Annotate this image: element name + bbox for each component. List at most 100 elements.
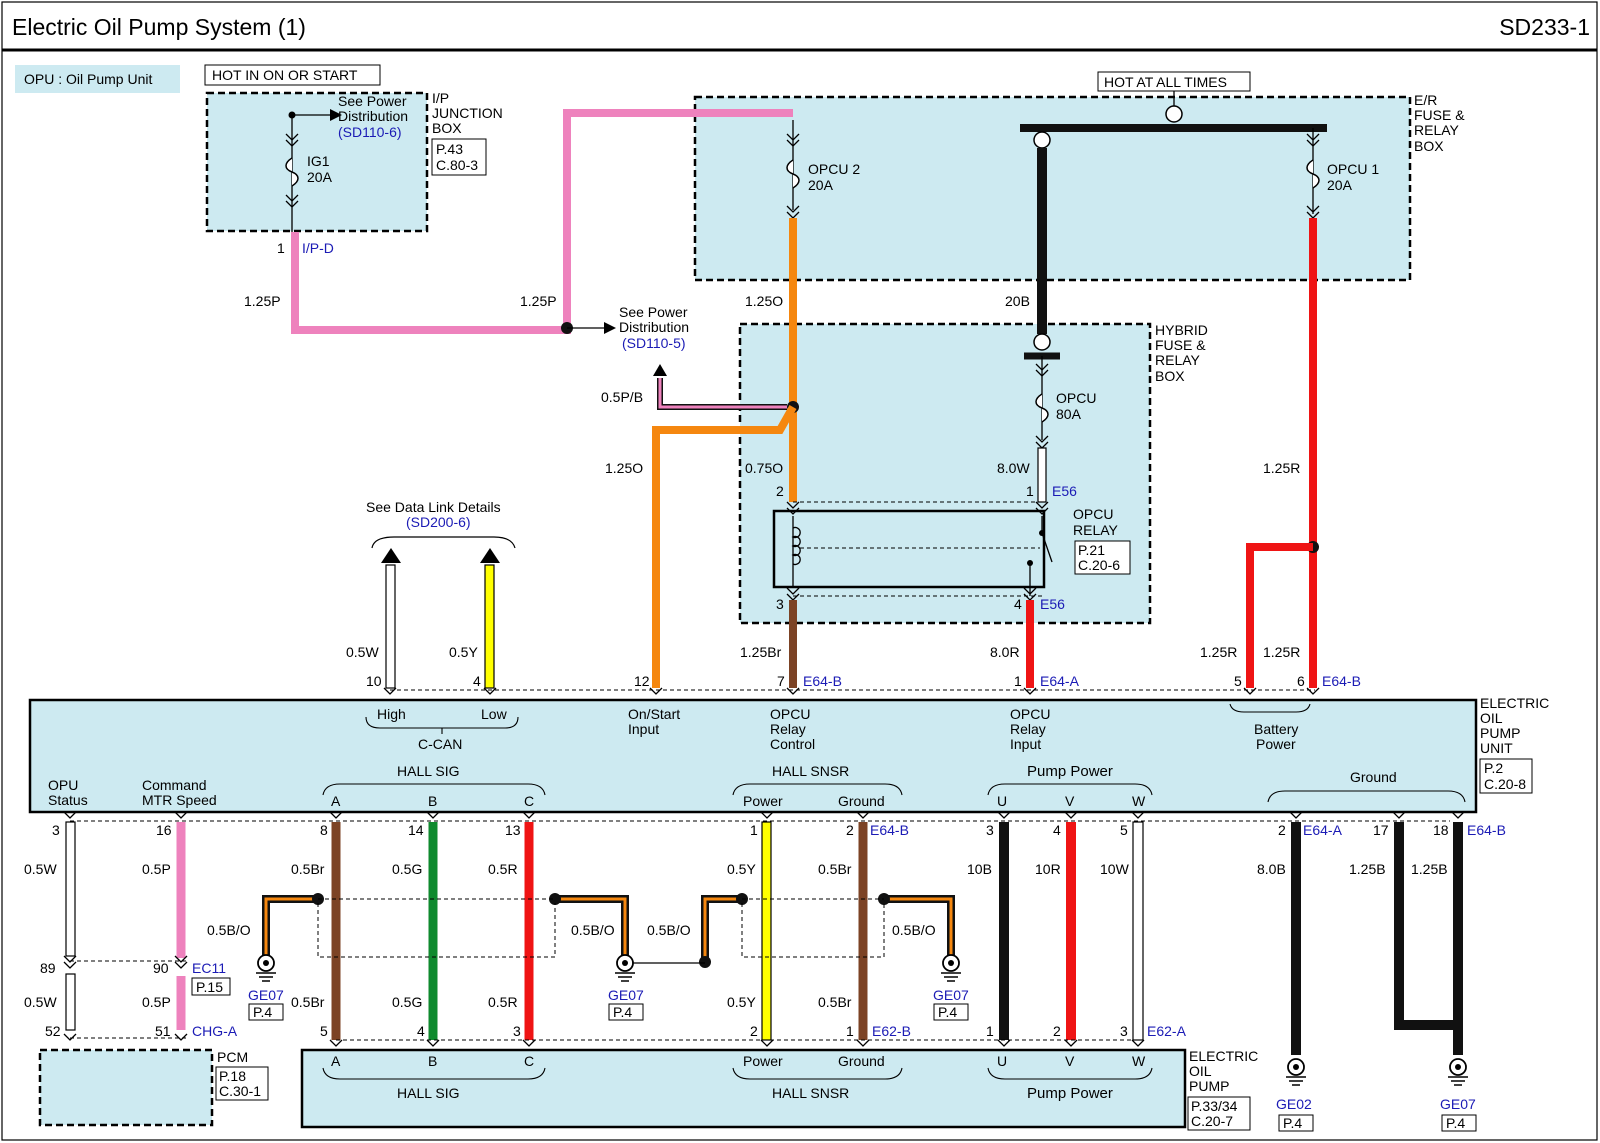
wire-label-1-25p-a: 1.25P xyxy=(244,293,281,309)
data-link-ref: (SD200-6) xyxy=(406,514,471,530)
ground-ge07-2-name: GE07 xyxy=(608,987,644,1003)
hybrid-box-name-1: HYBRID xyxy=(1155,322,1208,338)
opu-connector-e64a-top: E64-A xyxy=(1040,673,1080,689)
ground-ge07-3-ref: P.4 xyxy=(938,1004,957,1020)
er-box-name-3: RELAY xyxy=(1414,122,1460,138)
opu-label-ccan: C-CAN xyxy=(418,736,462,752)
mid-see-power-2: Distribution xyxy=(619,319,689,335)
opu-connector-e64a-bot: E64-A xyxy=(1303,822,1343,838)
opu-pin-4: 4 xyxy=(473,673,481,689)
wire-label-0-5pb: 0.5P/B xyxy=(601,389,643,405)
opu-label-relayctl-2: Relay xyxy=(770,721,806,737)
wire-label-0-5g-a: 0.5G xyxy=(392,861,422,877)
pcm-terminal-52 xyxy=(63,1033,77,1041)
opu-name-4: UNIT xyxy=(1480,740,1513,756)
pump-pin-w: 3 xyxy=(1120,1023,1128,1039)
opcu-fuse-amp: 80A xyxy=(1056,406,1082,422)
ground-ge02-ref-box xyxy=(1278,1114,1314,1132)
pump-pin-2: 2 xyxy=(750,1023,758,1039)
pcm-box xyxy=(38,1048,214,1127)
opu-top-terminals xyxy=(383,687,1320,695)
ground-icon-ge07-2 xyxy=(615,954,635,982)
opu-pin-10: 10 xyxy=(366,673,382,689)
battery-brace xyxy=(1229,703,1311,713)
wire-label-0-5w-b: 0.5W xyxy=(24,994,57,1010)
relay-name-1: OPCU xyxy=(1073,506,1113,522)
ground-icon-ge02 xyxy=(1286,1058,1306,1086)
opu-label-relayctl-3: Control xyxy=(770,736,815,752)
wire-8-0w xyxy=(1037,447,1047,503)
ground-ge07-2-ref-box xyxy=(608,1003,644,1021)
ground-ge07-3-ref-box xyxy=(933,1003,969,1021)
wire-label-1-25r-6: 1.25R xyxy=(1263,644,1300,660)
hybrid-box-name-4: BOX xyxy=(1155,368,1185,384)
hybrid-box-name-2: FUSE & xyxy=(1155,337,1206,353)
wire-label-0-75o: 0.75O xyxy=(745,460,783,476)
opu-pin-12: 12 xyxy=(634,673,650,689)
mid-see-power-ref: (SD110-5) xyxy=(622,335,686,351)
ec11-pin-90: 90 xyxy=(153,960,169,976)
ground-ge07-2-ref: P.4 xyxy=(613,1004,632,1020)
relay-switch-blade xyxy=(1041,532,1053,563)
mid-see-power-1: See Power xyxy=(619,304,688,320)
pcm-name: PCM xyxy=(217,1049,248,1065)
opu-label-onstart-1: On/Start xyxy=(628,706,680,722)
opcu1-fuse-amp: 20A xyxy=(1327,177,1353,193)
pcm-terminal-51 xyxy=(174,1033,188,1041)
shield-1-outline xyxy=(262,895,318,955)
pcm-connector: CHG-A xyxy=(192,1023,238,1039)
ip-box-ref-2: C.80-3 xyxy=(436,157,478,173)
opu-label-low: Low xyxy=(481,706,508,722)
ip-box-ref xyxy=(431,138,487,176)
ec11-terminal-89 xyxy=(63,955,77,969)
wire-label-0-5g-b: 0.5G xyxy=(392,994,422,1010)
opu-label-high: High xyxy=(377,706,406,722)
ip-box-name-3: BOX xyxy=(432,120,462,136)
pump-terminals xyxy=(329,1039,1145,1047)
wire-label-0-5p-b: 0.5P xyxy=(142,994,171,1010)
opu-label-c: C xyxy=(524,793,534,809)
wire-label-1-25br: 1.25Br xyxy=(740,644,782,660)
wire-label-1-25o-left: 1.25O xyxy=(605,460,643,476)
opu-label-ground: Ground xyxy=(838,793,885,809)
ig1-fuse-amp: 20A xyxy=(307,169,333,185)
opu-label-v: V xyxy=(1065,793,1075,809)
pump-pin-4: 4 xyxy=(417,1023,425,1039)
ip-see-power-2: Distribution xyxy=(338,108,408,124)
opu-label-a: A xyxy=(331,793,341,809)
opu-pin-6: 6 xyxy=(1297,673,1305,689)
data-link-text: See Data Link Details xyxy=(366,499,501,515)
opu-pin-b17: 17 xyxy=(1373,822,1389,838)
pcm-ref-2: C.30-1 xyxy=(219,1083,261,1099)
er-box-name-2: FUSE & xyxy=(1414,107,1465,123)
opcu-relay-box xyxy=(772,509,1046,589)
ip-junction-box xyxy=(205,91,429,233)
opu-label-battery-2: Power xyxy=(1256,736,1296,752)
wire-0-5w-status-lower xyxy=(65,973,76,1031)
opu-connector-e64b-top: E64-B xyxy=(803,673,842,689)
wire-label-0-5p-a: 0.5P xyxy=(142,861,171,877)
opu-ref-box xyxy=(1479,758,1533,794)
opu-name-1: ELECTRIC xyxy=(1480,695,1549,711)
pump-ref-box xyxy=(1187,1096,1251,1131)
ground-ge07-4-name: GE07 xyxy=(1440,1096,1476,1112)
wire-label-0-5w-a: 0.5W xyxy=(24,861,57,877)
ground-ge02-ref: P.4 xyxy=(1283,1115,1302,1131)
pumppower-brace xyxy=(987,783,1153,796)
opu-label-status-2: Status xyxy=(48,792,88,808)
wire-label-0-5br-c: 0.5Br xyxy=(291,994,325,1010)
pump-name-2: OIL xyxy=(1189,1063,1212,1079)
wire-label-0-5y-b: 0.5Y xyxy=(727,994,756,1010)
legend-note: OPU : Oil Pump Unit xyxy=(24,71,152,87)
relay-coil-icon xyxy=(791,526,801,566)
ground-icon-ge07-1 xyxy=(256,954,276,982)
wire-label-10r: 10R xyxy=(1035,861,1061,877)
shield-2 xyxy=(555,897,627,955)
pcm-pin-51: 51 xyxy=(155,1023,171,1039)
electric-oil-pump-unit xyxy=(28,698,1478,814)
opu-label-cmd-2: MTR Speed xyxy=(142,792,217,808)
shield-label-4: 0.5B/O xyxy=(892,922,936,938)
20b-terminal-bottom xyxy=(1033,333,1051,351)
hallsnsr-brace xyxy=(732,783,903,796)
